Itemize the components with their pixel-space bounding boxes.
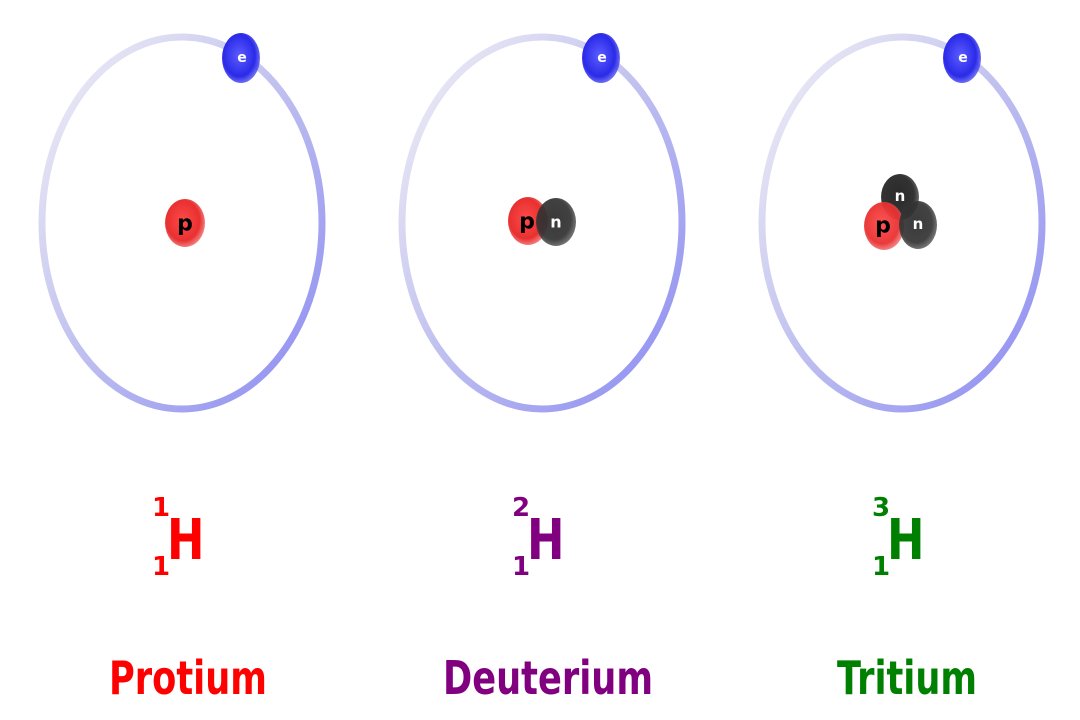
- protium-proton: p: [165, 199, 205, 247]
- tritium-atom: n p n e: [758, 33, 1046, 413]
- tritium-symbol: 3 1 H: [872, 493, 924, 582]
- element-symbol: H: [527, 507, 564, 572]
- proton-label: p: [875, 214, 891, 239]
- element-symbol: H: [887, 507, 924, 572]
- tritium-neutron-right: n: [899, 201, 937, 249]
- mass-number: 2: [512, 493, 530, 523]
- atomic-number: 1: [152, 552, 170, 582]
- neutron-label: n: [913, 215, 924, 233]
- deuterium-orbit: [398, 33, 686, 413]
- deuterium-atom: p n e: [398, 33, 686, 413]
- electron-label: e: [597, 50, 607, 66]
- protium-orbit: [38, 33, 326, 413]
- proton-label: p: [177, 212, 193, 237]
- protium-atom: p e: [38, 33, 326, 413]
- atomic-number: 1: [512, 552, 530, 582]
- tritium-proton: p: [864, 202, 904, 250]
- proton-label: p: [519, 210, 535, 235]
- deuterium-electron: e: [582, 33, 620, 83]
- deuterium-proton: p: [508, 197, 548, 245]
- element-symbol: H: [167, 507, 204, 572]
- deuterium-name: Deuterium: [443, 651, 653, 705]
- tritium-name: Tritium: [837, 651, 977, 705]
- electron-label: e: [958, 50, 968, 66]
- electron-label: e: [237, 50, 247, 66]
- protium-name: Protium: [109, 651, 267, 705]
- protium-electron: e: [222, 33, 260, 83]
- deuterium-symbol: 2 1 H: [512, 493, 564, 582]
- atomic-number: 1: [872, 552, 890, 582]
- protium-symbol: 1 1 H: [152, 493, 204, 582]
- neutron-label: n: [895, 187, 906, 205]
- tritium-electron: e: [943, 33, 981, 83]
- deuterium-neutron: n: [536, 198, 576, 246]
- mass-number: 1: [152, 493, 170, 523]
- neutron-label: n: [550, 213, 561, 232]
- mass-number: 3: [872, 493, 890, 523]
- tritium-orbit: [758, 33, 1046, 413]
